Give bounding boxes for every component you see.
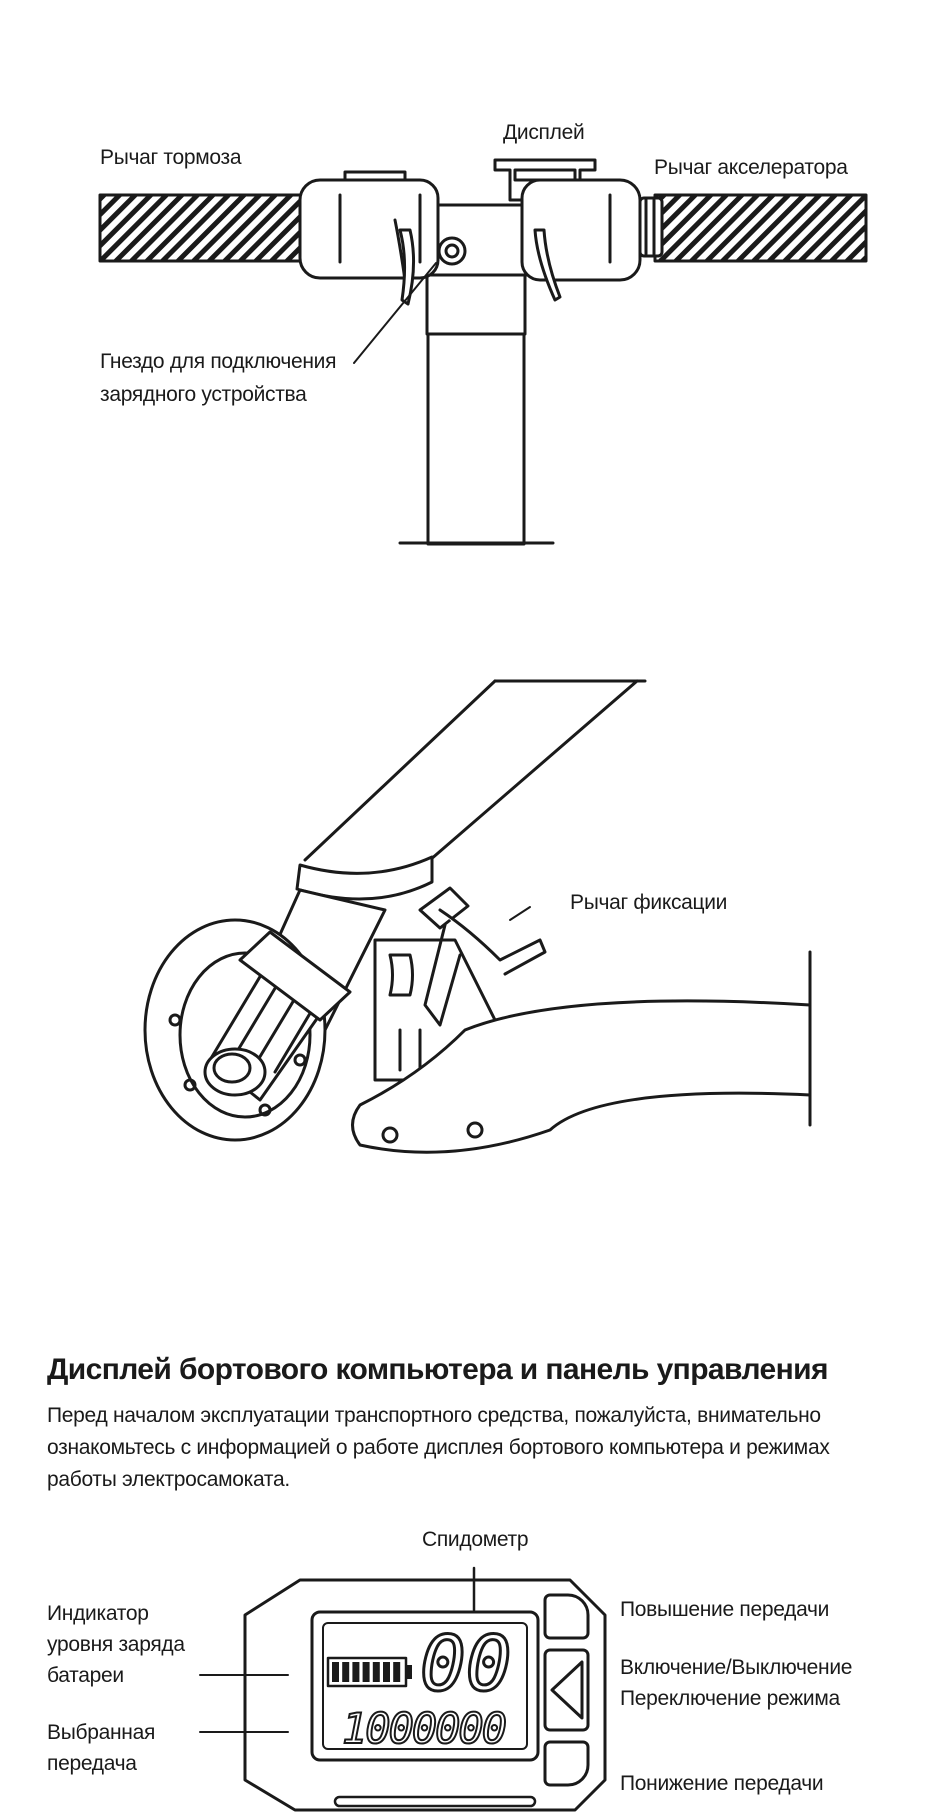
intro-paragraph: Перед началом эксплуатации транспортного… [47,1404,830,1491]
display-label: Дисплей [503,121,585,144]
lock-lever [418,886,470,930]
lcd-screen [310,1610,540,1762]
battery-segment [362,1662,370,1682]
stem-tube [426,332,526,546]
battery-indicator-label: Индикатор уровня заряда батареи [47,1602,185,1687]
brake-lever [398,228,416,306]
gear-down-label: Понижение передачи [620,1772,824,1795]
battery-segment [383,1662,390,1682]
charging-port [437,236,467,266]
display-panel-diagram: 00 1000000 [199,1566,607,1812]
battery-segment [393,1662,401,1682]
lock-lever-label: Рычаг фиксации [570,891,728,914]
speedometer-label: Спидометр [422,1528,529,1551]
gear-up-label: Повышение передачи [620,1598,830,1621]
right-grip [653,193,868,263]
throttle-lever-label: Рычаг акселератора [654,156,848,179]
power-mode-button [543,1648,590,1732]
gear-down-button [543,1740,590,1787]
odometer-readout: 1000000 [342,1704,506,1753]
power-mode-label: Включение/Выключение Переключение режима [620,1656,853,1710]
play-icon [550,1660,584,1720]
gear-up-button [543,1593,590,1640]
battery-segment [332,1662,339,1682]
battery-segment [372,1662,380,1682]
brake-lever-label: Рычаг тормоза [100,146,242,169]
throttle-lever [533,228,562,302]
charging-port-label: Гнездо для подключения зарядного устройс… [100,350,337,406]
battery-segment [352,1662,360,1682]
speed-readout: 00 [420,1619,512,1708]
selected-gear-label: Выбранная передача [47,1721,156,1775]
left-grip [98,193,319,263]
battery-segment [342,1662,350,1682]
folding-joint-diagram [143,679,812,1154]
section-title: Дисплей бортового компьютера и панель уп… [47,1353,828,1386]
handlebar-diagram [98,158,868,546]
